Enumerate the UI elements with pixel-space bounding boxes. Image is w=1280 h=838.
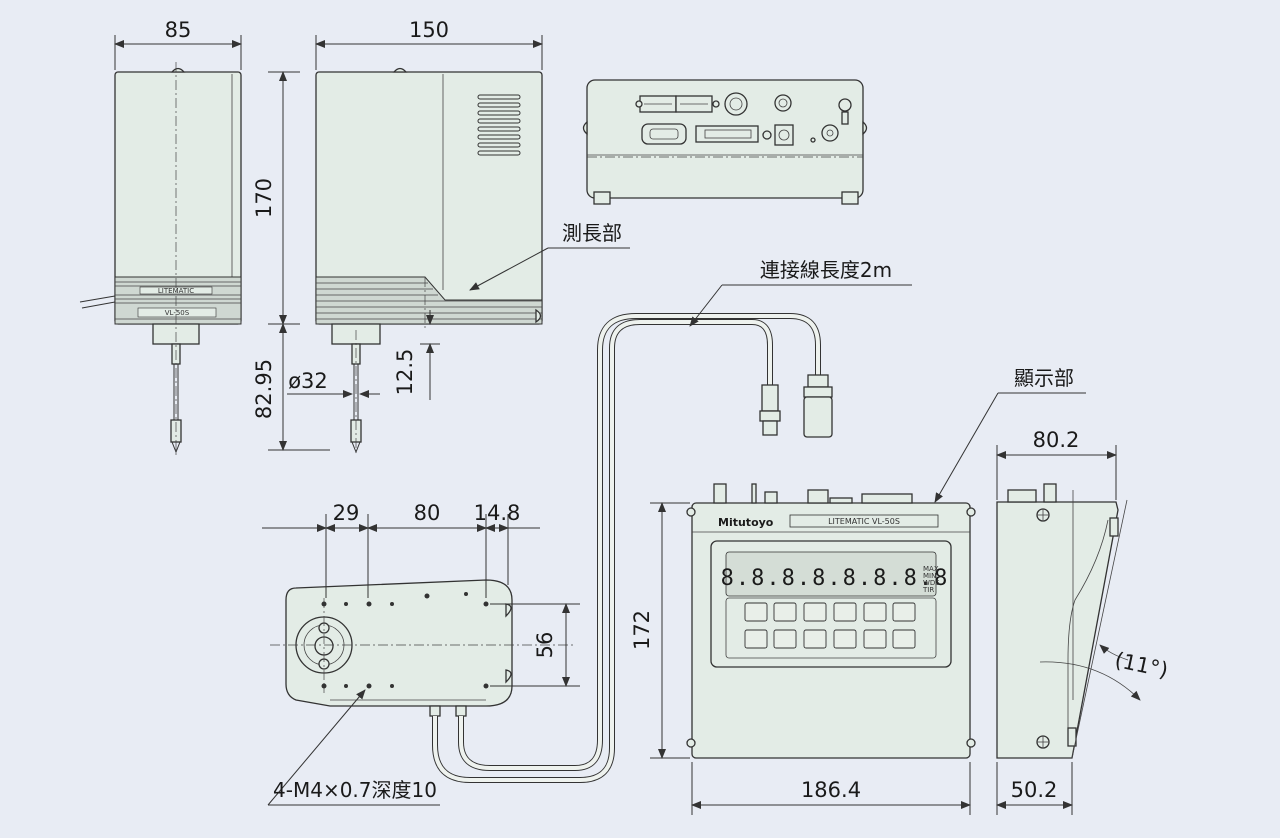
key-9[interactable] — [803, 629, 827, 649]
key-6[interactable] — [892, 602, 916, 622]
dim-stroke-length: 82.95 — [252, 359, 276, 419]
key-8[interactable] — [773, 629, 797, 649]
key-3[interactable] — [803, 602, 827, 622]
connecting-cables — [432, 313, 833, 783]
mounting-holes — [321, 592, 489, 689]
dim-display-width: 186.4 — [801, 778, 861, 802]
display-unit-front: Mitutoyo LITEMATIC VL-50S 8.8.8.8.8.8.8.… — [686, 483, 976, 759]
dim-stem-length: 12.5 — [393, 349, 417, 396]
brand-label: Mitutoyo — [718, 516, 774, 529]
callout-labels: 測長部 連接線長度2m 顯示部 4-M4×0.7深度10 — [273, 221, 1074, 802]
svg-text:MAX: MAX — [923, 565, 939, 573]
base-plate-view — [270, 579, 575, 717]
key-2[interactable] — [773, 602, 797, 622]
key-7[interactable] — [744, 629, 768, 649]
dim-base-pitch-2: 80 — [414, 501, 441, 525]
leader-lines — [267, 247, 1086, 806]
key-11[interactable] — [863, 629, 887, 649]
label-display-unit: 顯示部 — [1014, 366, 1074, 390]
dim-base-pitch-1: 29 — [333, 501, 360, 525]
label-mounting-holes: 4-M4×0.7深度10 — [273, 778, 437, 802]
gauge-rear-view — [582, 79, 868, 205]
key-10[interactable] — [833, 629, 857, 649]
dim-display-height: 172 — [630, 610, 654, 650]
status-indicators: MAX MIN WDS TIR — [922, 565, 940, 594]
label-cable-length: 連接線長度2m — [760, 258, 892, 282]
key-1[interactable] — [744, 602, 768, 622]
front-model-label: VL-50S — [165, 309, 190, 317]
key-12[interactable] — [892, 629, 916, 649]
key-5[interactable] — [863, 602, 887, 622]
lcd-digits: 8.8.8.8.8.8.8.8 — [721, 566, 950, 591]
label-measuring-unit: 測長部 — [562, 221, 622, 245]
dim-hole-pitch: 56 — [533, 632, 557, 659]
dim-tilt-angle: (11°) — [1113, 648, 1170, 683]
display-unit-side — [996, 483, 1141, 759]
dim-base-pitch-3: 14.8 — [474, 501, 521, 525]
svg-text:WDS: WDS — [923, 579, 940, 587]
gauge-front-view: LITEMATIC VL-50S — [79, 62, 242, 455]
dim-display-depth-top: 80.2 — [1033, 428, 1080, 452]
svg-text:MIN: MIN — [923, 572, 936, 580]
dim-gauge-width: 85 — [165, 18, 192, 42]
gauge-side-view — [315, 67, 543, 455]
dim-stem-diameter: ø32 — [288, 369, 328, 393]
key-4[interactable] — [833, 602, 857, 622]
dim-display-depth-bottom: 50.2 — [1011, 778, 1058, 802]
vent-slots — [477, 94, 521, 156]
svg-text:TIR: TIR — [922, 586, 934, 594]
dim-gauge-height: 170 — [252, 178, 276, 218]
dimension-text: 85 150 170 82.95 ø32 12.5 29 80 14.8 56 … — [165, 18, 1171, 802]
dimension-lines — [114, 35, 1117, 815]
keypad — [744, 602, 916, 649]
model-label: LITEMATIC VL-50S — [828, 517, 900, 526]
dim-gauge-depth: 150 — [409, 18, 449, 42]
